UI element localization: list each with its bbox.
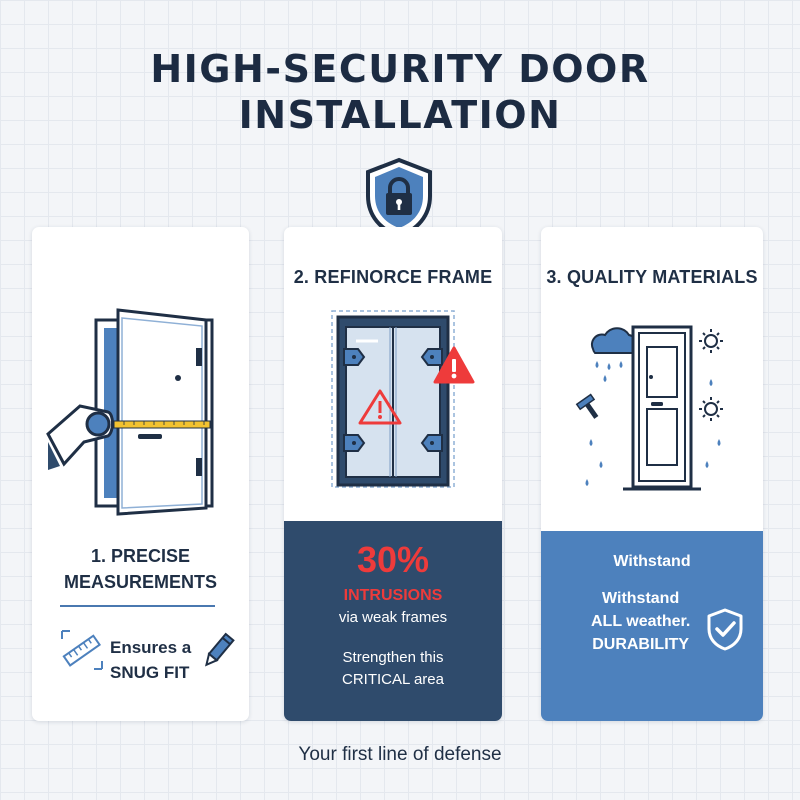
intrusion-stat-label: INTRUSIONS (343, 587, 443, 604)
weather-door-icon (575, 325, 723, 491)
durability-panel-heading: Withstand (613, 553, 691, 570)
card-1-note-line-2: SNUG FIT (110, 663, 190, 682)
card-1-heading-line-2: MEASUREMENTS (63, 572, 217, 592)
card-reinforce-frame: 2. REFINORCE FRAME 30% INTRUSIONS via we… (284, 227, 502, 721)
door-measure-icon (46, 308, 214, 516)
card-2-heading: 2. REFINORCE FRAME (293, 267, 493, 287)
card-1-heading: 1. PRECISE MEASUREMENTS (32, 543, 249, 595)
durability-body-line-3: DURABILITY (592, 636, 690, 653)
card-1-note: Ensures a SNUG FIT (110, 635, 191, 685)
intrusion-stat-value: 30% (356, 539, 430, 580)
page-title: HIGH-SECURITY DOOR INSTALLATION (0, 46, 800, 138)
intrusion-stat-panel: 30% INTRUSIONS via weak frames Strengthe… (284, 521, 502, 721)
ruler-icon (61, 630, 103, 670)
intrusion-stat-note: via weak frames (338, 609, 448, 626)
footer-tagline: Your first line of defense (298, 744, 502, 765)
card-1-divider (60, 605, 215, 607)
warning-icon (433, 346, 475, 384)
card-1-note-line-1: Ensures a (110, 638, 192, 657)
card-quality-materials: 3. QUALITY MATERIALS (541, 227, 763, 721)
card-precise-measurements: 1. PRECISE MEASUREMENTS Ensures a SNUG F… (32, 227, 249, 721)
title-line-1: HIGH-SECURITY DOOR (150, 47, 650, 91)
durability-panel: Withstand Withstand ALL weather. DURABIL… (541, 531, 763, 721)
reinforce-callout-line-1: Strengthen this (342, 649, 444, 666)
check-shield-icon (707, 608, 743, 651)
reinforced-door-icon (331, 310, 455, 488)
card-1-heading-line-1: 1. PRECISE (90, 546, 191, 566)
durability-body-line-1: Withstand (602, 590, 680, 607)
durability-panel-body: Withstand ALL weather. DURABILITY (591, 587, 690, 656)
durability-body-line-2: ALL weather. (591, 613, 691, 630)
title-line-2: INSTALLATION (238, 93, 562, 137)
reinforce-callout-line-2: CRITICAL area (342, 671, 444, 688)
pencil-icon (204, 632, 235, 667)
reinforce-callout: Strengthen this CRITICAL area (284, 647, 502, 691)
card-3-heading: 3. QUALITY MATERIALS (546, 267, 758, 287)
